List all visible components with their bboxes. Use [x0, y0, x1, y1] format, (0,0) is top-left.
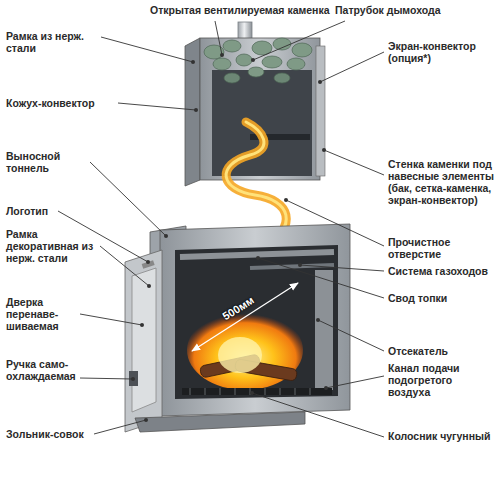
part-label: Система газоходов	[388, 265, 494, 277]
part-label: Патрубок дымохода	[335, 4, 475, 16]
part-label: Выносной тоннель	[6, 150, 88, 174]
part-label: Экран-конвектор (опция*)	[388, 40, 494, 64]
part-label: Рамка декоративная из нерж. стали	[6, 228, 98, 264]
part-label: Ручка само- охлаждаемая	[6, 358, 80, 382]
part-label: Кожух-конвектор	[6, 97, 118, 109]
leader-lines	[58, 21, 384, 437]
part-label: Стенка каменки под навесные элементы (ба…	[388, 158, 498, 206]
part-label: Канал подачи подогретого воздуха	[388, 362, 496, 398]
part-label: Логотип	[6, 205, 86, 217]
part-label: Прочистное отверстие	[388, 236, 494, 260]
part-label: Зольник-совок	[6, 428, 106, 440]
part-label: Отсекатель	[388, 345, 494, 357]
part-label: Дверка перенаве- шиваемая	[6, 296, 78, 332]
part-label: Колосник чугунный	[388, 430, 494, 442]
part-label: Рамка из нерж. стали	[6, 30, 100, 54]
part-label: Открытая вентилируемая каменка	[150, 4, 335, 16]
part-label: Свод топки	[388, 292, 494, 304]
